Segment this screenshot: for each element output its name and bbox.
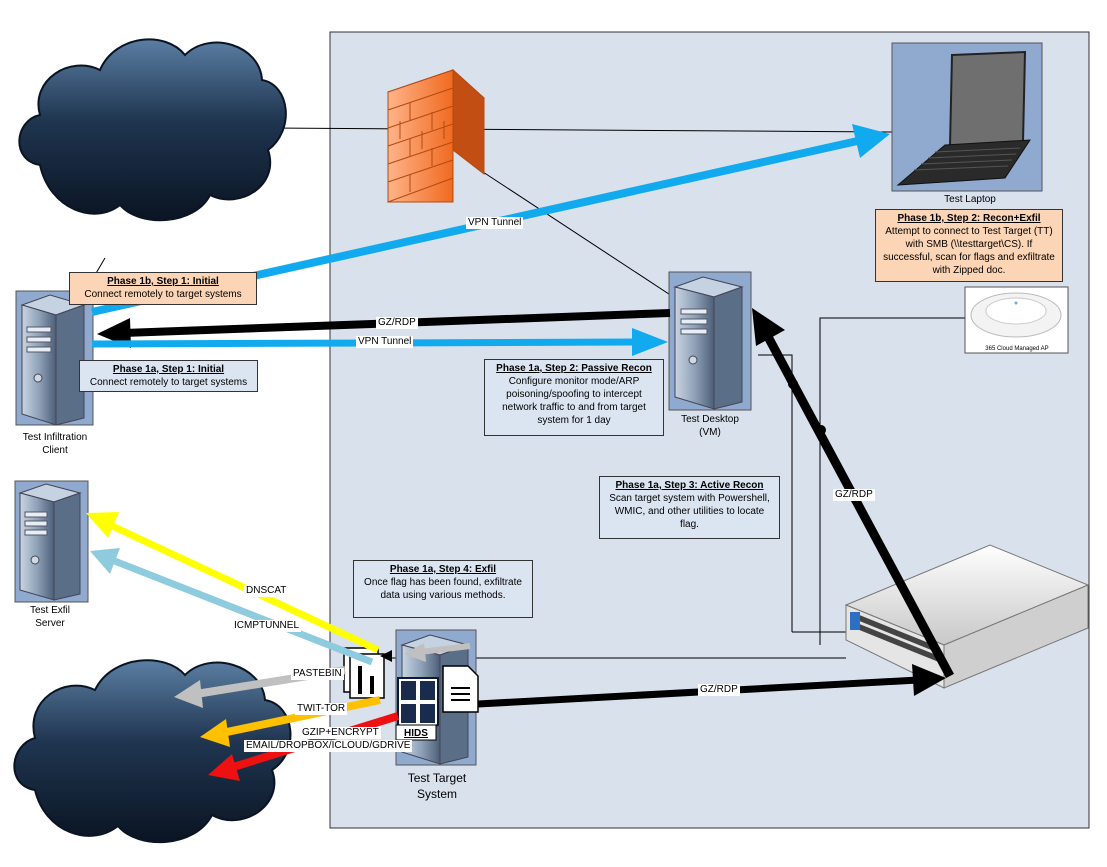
vpn-tunnel-top-label: VPN Tunnel	[466, 217, 524, 229]
phase-1a-step-2-box: Phase 1a, Step 2: Passive Recon Configur…	[484, 359, 664, 436]
twittor-label: TWIT-TOR	[295, 703, 348, 715]
phase-1b-step-2-box: Phase 1b, Step 2: Recon+Exfil Attempt to…	[875, 209, 1063, 282]
internet-cloud-top-icon	[18, 38, 287, 222]
hids-shield-icon	[395, 677, 439, 741]
laptop-label: Test Laptop	[944, 194, 996, 205]
infiltration-client-server-icon	[15, 290, 94, 426]
phase-1b-step-1-title: Phase 1b, Step 1: Initial	[107, 276, 219, 287]
phase-1b-step-2-body: Attempt to connect to Test Target (TT) w…	[883, 226, 1055, 276]
gzip-label: GZIP+ENCRYPT	[300, 727, 381, 739]
exfil-server-icon	[14, 480, 89, 603]
firewall-icon	[387, 68, 485, 203]
phase-1a-step-1-body: Connect remotely to target systems	[89, 377, 248, 388]
laptop-icon	[891, 42, 1043, 192]
desktop-label-line2: (VM)	[699, 427, 721, 438]
short-white-arrows	[404, 643, 471, 662]
internet-cloud-bottom-icon	[13, 659, 292, 844]
ap-label: 365 Cloud Managed AP	[985, 346, 1049, 352]
wireless-ap-icon	[964, 286, 1069, 354]
desktop-vm-icon	[668, 271, 752, 411]
phase-1b-step-2-title: Phase 1b, Step 2: Recon+Exfil	[897, 213, 1041, 224]
phase-1a-step-4-title: Phase 1a, Step 4: Exfil	[389, 564, 497, 575]
gz-rdp-top-label: GZ/RDP	[376, 317, 418, 329]
phase-1a-step-4-body: Once flag has been found, exfiltrate dat…	[364, 577, 522, 601]
phase-1a-step-4-box: Phase 1a, Step 4: Exfil Once flag has be…	[353, 560, 533, 618]
phase-1a-step-3-title: Phase 1a, Step 3: Active Recon	[615, 480, 764, 491]
vpn-tunnel-mid-label: VPN Tunnel	[356, 336, 414, 348]
icmptunnel-label: ICMPTUNNEL	[232, 620, 302, 632]
document-icon	[442, 665, 479, 713]
dnscat-label: DNSCAT	[244, 585, 289, 597]
infil-label-line2: Client	[42, 445, 68, 456]
icmptunnel-arrow	[90, 548, 374, 666]
phase-1a-step-1-title: Phase 1a, Step 1: Initial	[112, 364, 225, 375]
network-switch-icon	[844, 544, 1090, 689]
gz-rdp-bottom-label: GZ/RDP	[698, 684, 740, 696]
phase-1a-step-3-body: Scan target system with Powershell, WMIC…	[609, 493, 770, 530]
phase-1a-step-2-title: Phase 1a, Step 2: Passive Recon	[496, 363, 652, 374]
twittor-arrow	[200, 696, 381, 747]
desktop-label-line1: Test Desktop	[681, 414, 739, 425]
hids-label: HIDS	[404, 728, 428, 739]
phase-1a-step-3-box: Phase 1a, Step 3: Active Recon Scan targ…	[599, 476, 780, 539]
phase-1b-step-1-box: Phase 1b, Step 1: Initial Connect remote…	[69, 272, 257, 305]
gz-rdp-right-arrow	[752, 308, 954, 679]
gz-rdp-right-label: GZ/RDP	[833, 489, 875, 501]
pastebin-label: PASTEBIN	[291, 668, 344, 680]
exfil-label-line1: Test Exfil	[29, 605, 70, 616]
email-label: EMAIL/DROPBOX/ICLOUD/GDRIVE	[244, 740, 413, 752]
phase-1a-step-1-box: Phase 1a, Step 1: Initial Connect remote…	[79, 360, 258, 392]
phase-1a-step-2-body: Configure monitor mode/ARP poisoning/spo…	[502, 376, 646, 426]
target-label-line2: System	[416, 787, 457, 801]
connection-lines	[84, 127, 965, 659]
phase-1b-step-1-body: Connect remotely to target systems	[84, 289, 242, 300]
exfil-label-line2: Server	[35, 618, 65, 629]
infil-label-line1: Test Infiltration	[22, 432, 88, 443]
target-label-line1: Test Target	[407, 771, 467, 785]
